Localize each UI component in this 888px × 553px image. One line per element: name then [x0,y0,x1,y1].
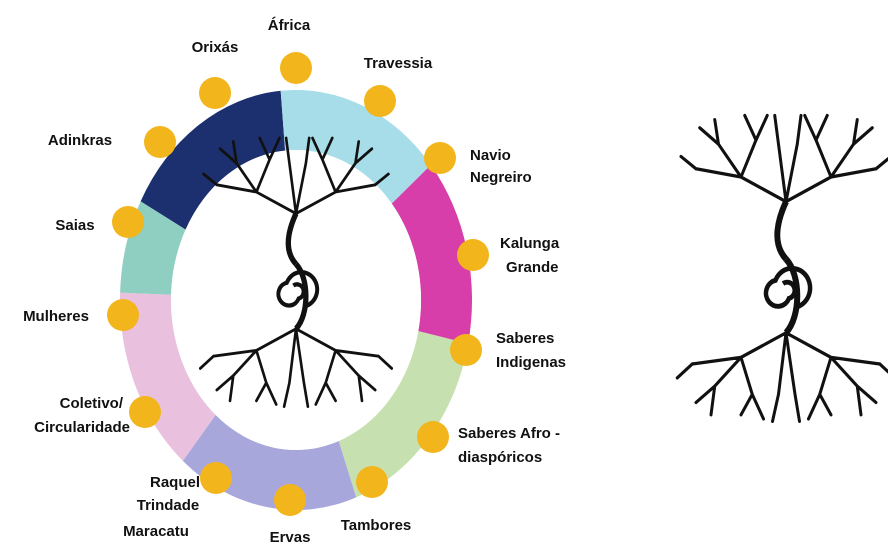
label-mulheres: Mulheres [23,308,89,325]
label-navio-1: Navio [470,147,511,164]
label-tambores: Tambores [341,517,412,534]
marker-orixas [199,77,231,109]
label-africa: África [268,17,311,34]
label-ervas: Ervas [270,529,311,546]
label-raquel-3: Maracatu [123,523,189,540]
label-saberes-afro-1: Saberes Afro - [458,425,560,442]
marker-travessia [364,85,396,117]
label-raquel-1: Raquel [150,474,200,491]
label-kalunga-2: Grande [506,259,559,276]
label-saberes-afro-2: diaspóricos [458,449,542,466]
label-coletivo-1: Coletivo/ [60,395,124,412]
label-orixas: Orixás [192,39,239,56]
marker-africa [280,52,312,84]
marker-ervas [274,484,306,516]
marker-kalunga [457,239,489,271]
marker-coletivo [129,396,161,428]
label-saberes-ind-1: Saberes [496,330,554,347]
marker-saberes-afro [417,421,449,453]
label-travessia: Travessia [364,55,433,72]
label-saberes-ind-2: Indigenas [496,354,566,371]
label-raquel-2: Trindade [137,497,200,514]
marker-navio [424,142,456,174]
marker-adinkras [144,126,176,158]
marker-saias [112,206,144,238]
marker-mulheres [107,299,139,331]
label-adinkras: Adinkras [48,132,112,149]
marker-tambores [356,466,388,498]
marker-saberes-ind [450,334,482,366]
label-kalunga-1: Kalunga [500,235,560,252]
label-coletivo-2: Circularidade [34,419,130,436]
tree-of-life-logo-icon [677,116,888,422]
label-navio-2: Negreiro [470,169,532,186]
marker-raquel [200,462,232,494]
label-saias: Saias [55,217,94,234]
